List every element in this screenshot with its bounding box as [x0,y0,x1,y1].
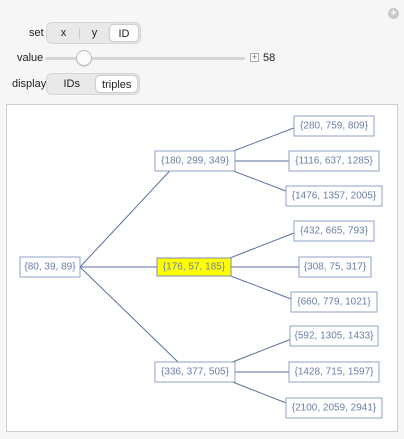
tree-node-l2: {308, 75, 317} [298,256,372,278]
tree-node-l2: {660, 779, 1021} [290,291,378,313]
tree-node-label: {2100, 2059, 2941} [292,403,377,414]
set-option-id[interactable]: ID [109,24,139,42]
display-option-ids[interactable]: IDs [63,78,80,90]
tree-node-label: {1116, 637, 1285} [295,156,373,167]
display-selector[interactable]: IDs triples [46,73,140,95]
tree-node-label: {336, 377, 505} [161,367,230,378]
tree-edge [79,266,180,364]
tree-node-label: {308, 75, 317} [304,262,367,273]
tree-node-label: {660, 779, 1021} [297,297,371,308]
segment-divider [79,27,80,39]
tree-node-l2: {2100, 2059, 2941} [285,397,383,419]
tree-graph: {80, 39, 89} {180, 299, 349} {176, 57, 1… [19,115,383,419]
tree-node-label: {180, 299, 349} [161,156,230,167]
slider-expand-icon[interactable]: + [250,52,259,62]
set-label: set [29,27,44,39]
tree-panel: {80, 39, 89} {180, 299, 349} {176, 57, 1… [6,104,398,432]
tree-node-label: {176, 57, 185} [163,262,226,273]
tree-node-l2: {1476, 1357, 2005} [285,185,383,207]
value-slider-thumb[interactable] [76,50,92,66]
display-option-triples[interactable]: triples [95,75,138,93]
set-option-x[interactable]: x [60,27,67,39]
tree-node-l2: {432, 665, 793} [293,220,375,242]
tree-node-label: {1476, 1357, 2005} [292,191,377,202]
set-option-y[interactable]: y [91,27,98,39]
value-readout: 58 [263,52,276,64]
tree-node-l1-middle-highlighted: {176, 57, 185} [156,257,232,277]
tree-node-label: {80, 39, 89} [24,262,76,273]
tree-edge [79,160,180,268]
tree-node-l2: {280, 759, 809} [293,115,375,137]
tree-node-l1-bottom: {336, 377, 505} [154,361,236,383]
expand-plus-icon[interactable]: + [388,8,399,19]
value-label: value [17,52,44,64]
tree-node-l2: {592, 1305, 1433} [289,325,379,347]
tree-node-l1-top: {180, 299, 349} [154,150,236,172]
tree-node-label: {1428, 715, 1597} [295,367,375,378]
tree-node-root: {80, 39, 89} [19,256,81,278]
tree-node-label: {280, 759, 809} [300,121,369,132]
tree-node-label: {592, 1305, 1433} [295,331,375,342]
tree-node-label: {432, 665, 793} [300,226,369,237]
display-label: display [12,78,47,90]
tree-node-l2: {1116, 637, 1285} [288,150,380,172]
tree-node-l2: {1428, 715, 1597} [288,361,380,383]
set-selector[interactable]: x y ID [46,22,141,44]
value-slider-track[interactable] [45,57,245,60]
